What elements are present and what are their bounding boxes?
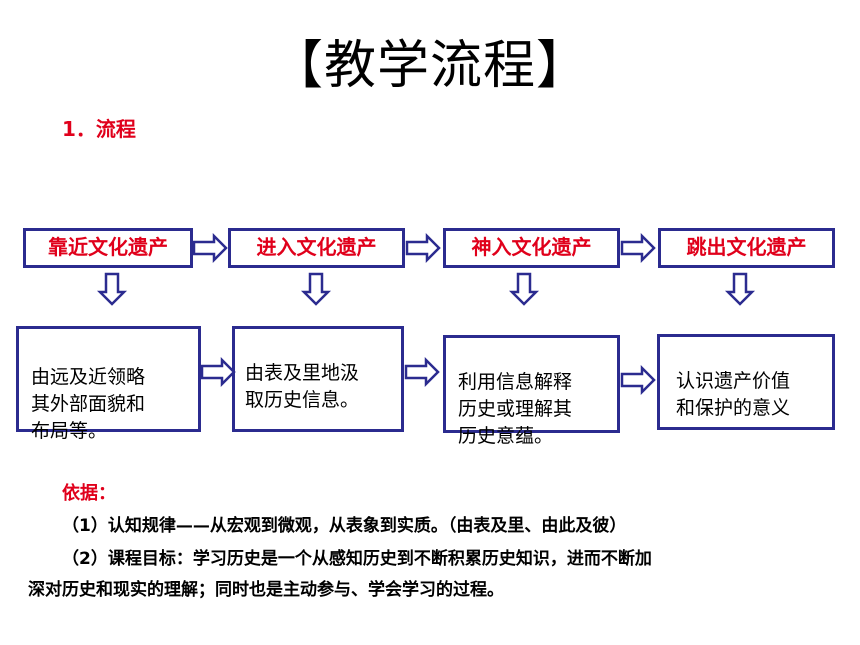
- double-line-down-arrow-icon: [302, 272, 330, 306]
- detail-text: 由远及近领略 其外部面貌和 布局等。: [31, 366, 146, 442]
- double-line-right-arrow-icon: [620, 366, 656, 394]
- detail-box-enter: 由表及里地汲 取历史信息。: [232, 326, 404, 432]
- stage-label: 跳出文化遗产: [686, 235, 807, 259]
- detail-box-empathize: 利用信息解释 历史或理解其 历史意蕴。: [443, 335, 620, 447]
- double-line-right-arrow-icon: [620, 234, 656, 262]
- basis-title: 依据：: [62, 483, 116, 504]
- detail-text: 利用信息解释 历史或理解其 历史意蕴。: [458, 371, 573, 447]
- stage-box-approach: 靠近文化遗产: [23, 228, 193, 268]
- page-title: 【教学流程】: [270, 36, 589, 96]
- double-line-down-arrow-icon: [98, 272, 126, 306]
- stage-box-exit: 跳出文化遗产: [658, 228, 835, 268]
- double-line-down-arrow-icon: [726, 272, 754, 306]
- double-line-right-arrow-icon: [200, 358, 236, 386]
- stage-box-empathize: 神入文化遗产: [443, 228, 620, 268]
- double-line-right-arrow-icon: [404, 358, 440, 386]
- double-line-right-arrow-icon: [405, 234, 441, 262]
- detail-box-approach: 由远及近领略 其外部面貌和 布局等。: [16, 326, 201, 442]
- basis-line-2: （2）课程目标：学习历史是一个从感知历史到不断积累历史知识，进而不断加: [62, 549, 652, 569]
- stage-box-enter: 进入文化遗产: [228, 228, 405, 268]
- double-line-down-arrow-icon: [510, 272, 538, 306]
- double-line-right-arrow-icon: [192, 234, 228, 262]
- stage-label: 神入文化遗产: [471, 235, 592, 259]
- detail-box-exit: 认识遗产价值 和保护的意义: [657, 334, 835, 430]
- section-label: 1．流程: [62, 117, 136, 141]
- detail-text: 认识遗产价值 和保护的意义: [676, 370, 791, 419]
- stage-label: 进入文化遗产: [256, 235, 377, 259]
- basis-line-1: （1）认知规律——从宏观到微观，从表象到实质。（由表及里、由此及彼）: [62, 516, 627, 536]
- detail-text: 由表及里地汲 取历史信息。: [245, 362, 360, 411]
- basis-line-3: 深对历史和现实的理解；同时也是主动参与、学会学习的过程。: [28, 580, 504, 600]
- stage-label: 靠近文化遗产: [48, 235, 168, 259]
